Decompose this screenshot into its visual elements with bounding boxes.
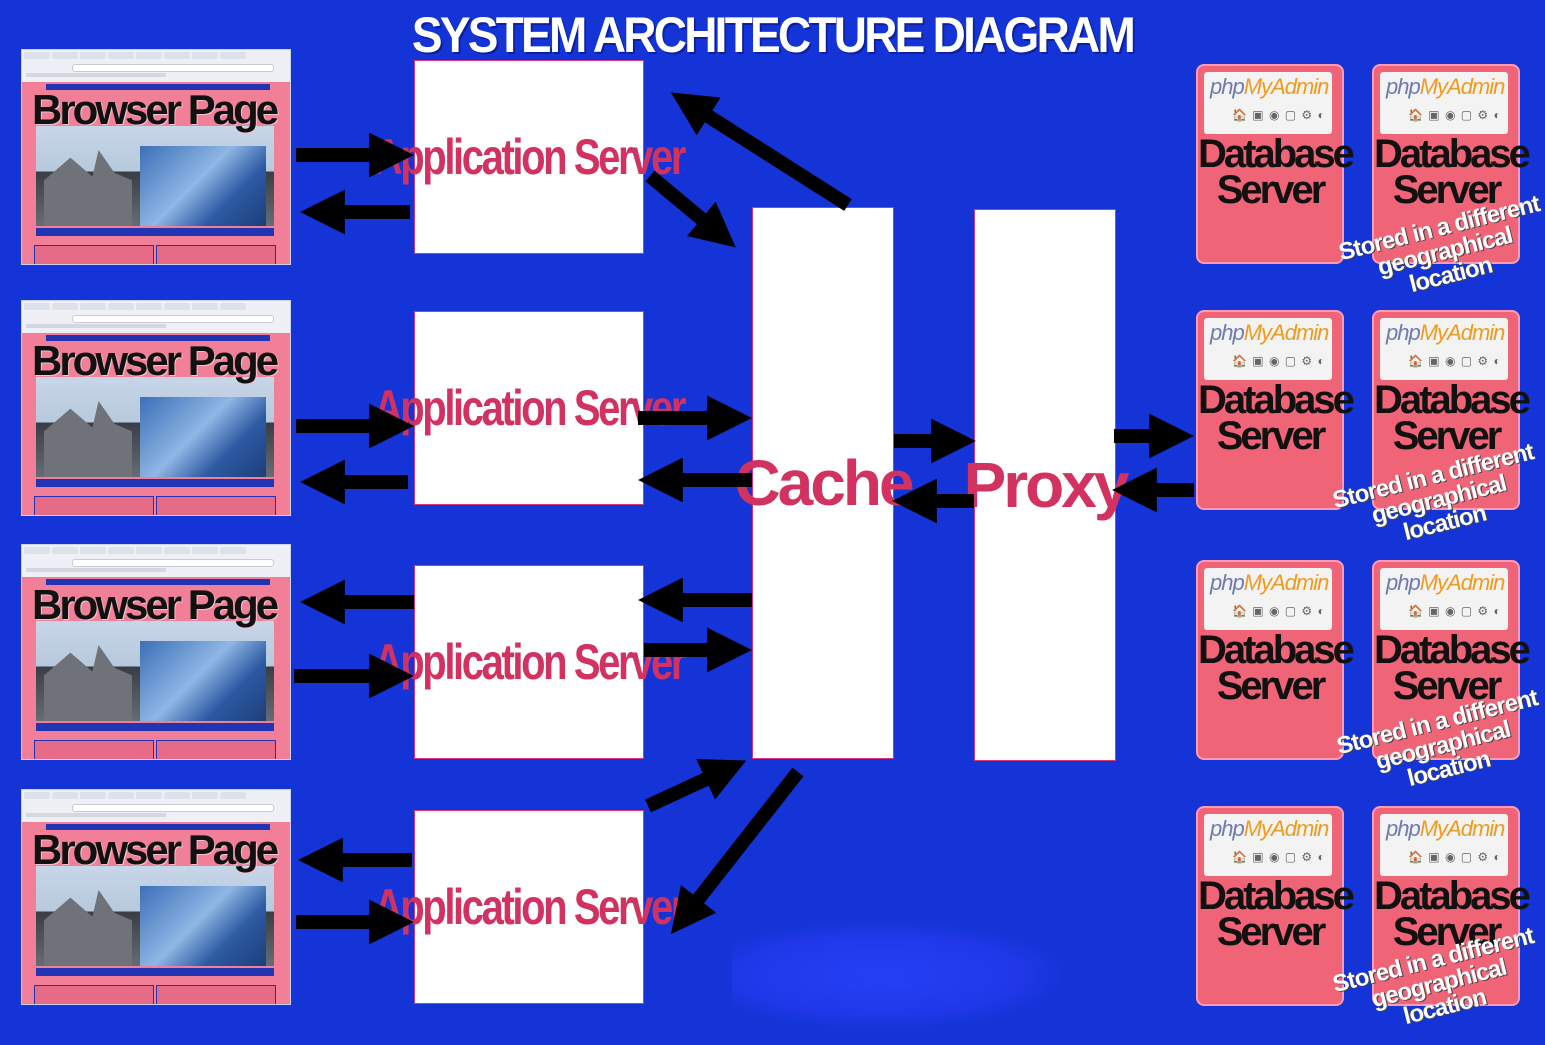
database-server-8: phpMyAdmin🏠 ▣ ◉ ▢ ⚙ ◐ Database Server St…: [1330, 806, 1536, 1030]
database-server-label: Database Server: [1198, 874, 1355, 954]
arrow-cache-to-app4: [670, 767, 804, 935]
database-server-label: Database Server: [1374, 628, 1531, 708]
database-server-label: Database Server: [1198, 628, 1355, 708]
toolbar-icons: 🏠 ▣ ◉ ▢ ⚙ ◐: [1408, 108, 1502, 122]
database-server-6: phpMyAdmin🏠 ▣ ◉ ▢ ⚙ ◐ Database Server St…: [1334, 560, 1540, 792]
arrow-app1-to-cache: [645, 170, 736, 248]
application-server-label: Application Server: [373, 634, 687, 690]
browser-chrome: [22, 545, 290, 577]
toolbar-icons: 🏠 ▣ ◉ ▢ ⚙ ◐: [1408, 604, 1502, 618]
arrow-app4-to-cache: [645, 758, 747, 813]
database-server-5: phpMyAdmin🏠 ▣ ◉ ▢ ⚙ ◐ Database Server: [1196, 560, 1355, 760]
application-server-label: Application Server: [373, 380, 687, 436]
diagram-title: SYSTEM ARCHITECTURE DIAGRAM: [411, 7, 1136, 63]
cache-box: Cache: [734, 207, 915, 759]
browser-page-3: Browser Page: [22, 545, 290, 759]
application-server-2: Application Server: [374, 311, 687, 505]
museum-photo: [36, 866, 274, 966]
browser-chrome: [22, 790, 290, 822]
cache-label: Cache: [734, 447, 914, 519]
toolbar-icons: 🏠 ▣ ◉ ▢ ⚙ ◐: [1232, 850, 1326, 864]
toolbar-icons: 🏠 ▣ ◉ ▢ ⚙ ◐: [1408, 850, 1502, 864]
phpmyadmin-logo: phpMyAdmin🏠 ▣ ◉ ▢ ⚙ ◐: [1204, 318, 1332, 380]
database-server-1: phpMyAdmin🏠 ▣ ◉ ▢ ⚙ ◐ Database Server: [1196, 64, 1355, 264]
phpmyadmin-logo: phpMyAdmin🏠 ▣ ◉ ▢ ⚙ ◐: [1204, 568, 1332, 630]
browser-page-label: Browser Page: [32, 581, 279, 628]
application-server-label: Application Server: [373, 879, 687, 935]
browser-page-label: Browser Page: [32, 337, 279, 384]
phpmyadmin-logo: phpMyAdmin🏠 ▣ ◉ ▢ ⚙ ◐: [1380, 318, 1508, 380]
museum-photo: [36, 126, 274, 226]
database-server-label: Database Server: [1198, 378, 1355, 458]
museum-photo: [36, 621, 274, 721]
application-server-4: Application Server: [374, 810, 687, 1004]
application-server-1: Application Server: [374, 60, 687, 254]
browser-page-label: Browser Page: [32, 826, 279, 873]
database-server-3: phpMyAdmin🏠 ▣ ◉ ▢ ⚙ ◐ Database Server: [1196, 310, 1355, 510]
blue-smudge: [732, 922, 1062, 1028]
proxy-box: Proxy: [964, 209, 1129, 761]
database-server-7: phpMyAdmin🏠 ▣ ◉ ▢ ⚙ ◐ Database Server: [1196, 806, 1355, 1006]
database-server-label: Database Server: [1374, 874, 1531, 954]
phpmyadmin-logo: phpMyAdmin🏠 ▣ ◉ ▢ ⚙ ◐: [1204, 814, 1332, 876]
browser-chrome: [22, 301, 290, 333]
museum-photo: [36, 377, 274, 477]
browser-page-2: Browser Page: [22, 301, 290, 515]
phpmyadmin-logo: phpMyAdmin🏠 ▣ ◉ ▢ ⚙ ◐: [1380, 814, 1508, 876]
application-server-label: Application Server: [373, 129, 687, 185]
phpmyadmin-logo: phpMyAdmin🏠 ▣ ◉ ▢ ⚙ ◐: [1204, 72, 1332, 134]
browser-page-label: Browser Page: [32, 86, 279, 133]
phpmyadmin-logo: phpMyAdmin🏠 ▣ ◉ ▢ ⚙ ◐: [1380, 568, 1508, 630]
browser-page-1: Browser Page: [22, 50, 290, 264]
database-server-2: phpMyAdmin🏠 ▣ ◉ ▢ ⚙ ◐ Database Server St…: [1336, 64, 1542, 298]
arrow-cache-to-app1: [670, 92, 852, 211]
database-server-label: Database Server: [1198, 132, 1355, 212]
database-server-label: Database Server: [1374, 132, 1531, 212]
toolbar-icons: 🏠 ▣ ◉ ▢ ⚙ ◐: [1408, 354, 1502, 368]
phpmyadmin-logo: phpMyAdmin🏠 ▣ ◉ ▢ ⚙ ◐: [1380, 72, 1508, 134]
browser-chrome: [22, 50, 290, 82]
application-server-3: Application Server: [374, 565, 687, 759]
browser-page-4: Browser Page: [22, 790, 290, 1004]
proxy-label: Proxy: [963, 449, 1130, 521]
toolbar-icons: 🏠 ▣ ◉ ▢ ⚙ ◐: [1232, 604, 1326, 618]
toolbar-icons: 🏠 ▣ ◉ ▢ ⚙ ◐: [1232, 108, 1326, 122]
database-server-label: Database Server: [1374, 378, 1531, 458]
toolbar-icons: 🏠 ▣ ◉ ▢ ⚙ ◐: [1232, 354, 1326, 368]
database-server-4: phpMyAdmin🏠 ▣ ◉ ▢ ⚙ ◐ Database Server St…: [1330, 310, 1536, 546]
